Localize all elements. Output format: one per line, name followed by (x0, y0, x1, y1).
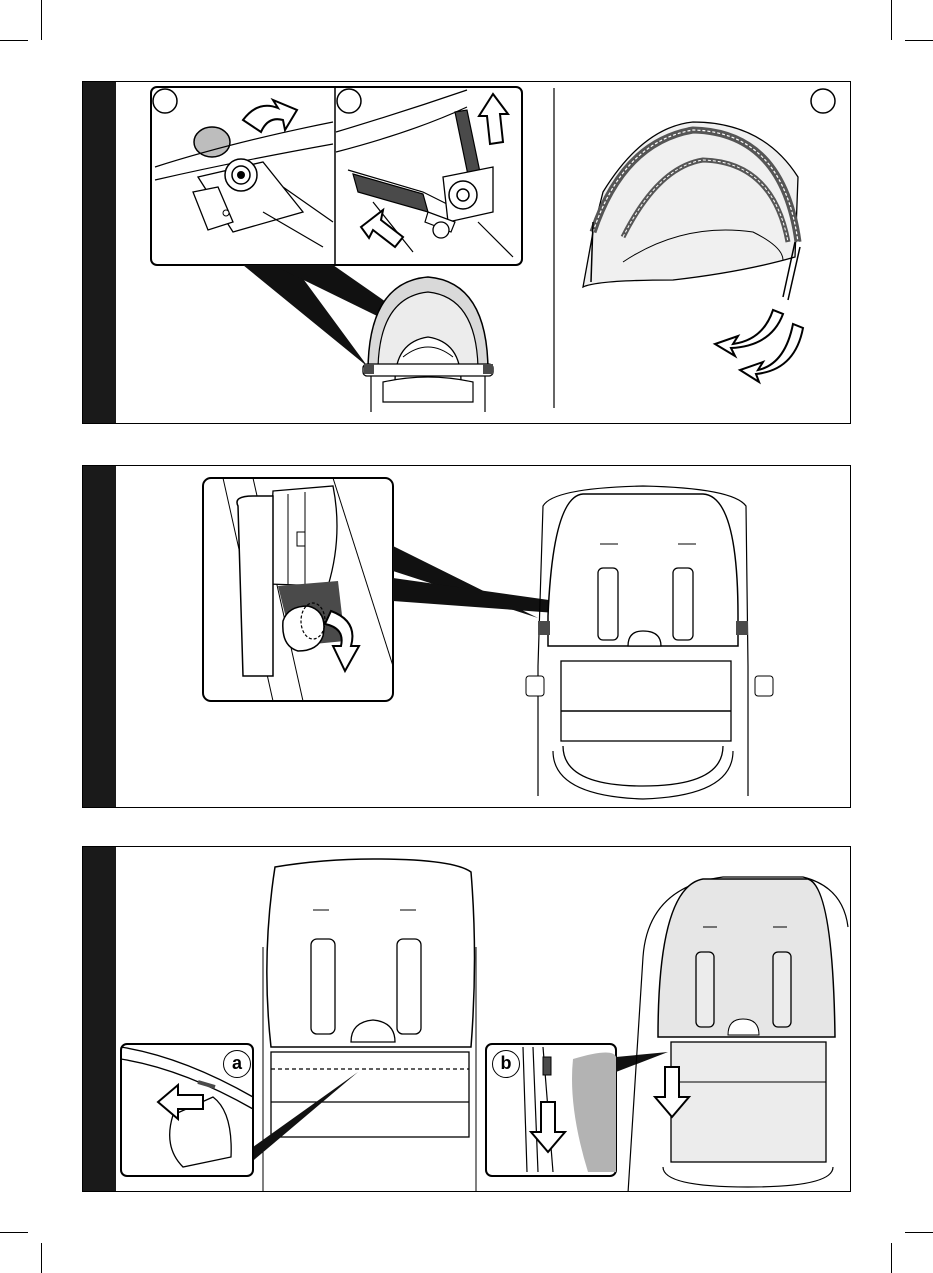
detail-label-a: a (223, 1050, 251, 1078)
curved-arrow-icon (715, 310, 783, 356)
crop-mark (41, 1243, 42, 1273)
seat-closeup (263, 859, 476, 1192)
crop-mark (891, 0, 892, 40)
stroller-seat-shaded (628, 877, 848, 1192)
canopy-removed (583, 122, 803, 382)
crop-mark (41, 0, 42, 40)
step-2-panel (82, 465, 851, 808)
step-1-illustration (83, 82, 851, 424)
stroller-seat-view (526, 486, 773, 799)
crop-mark (0, 1232, 28, 1233)
crop-mark (0, 40, 28, 41)
step-3-illustration (83, 847, 851, 1192)
detail-label-b: b (492, 1050, 520, 1078)
stroller-canopy-view (363, 277, 493, 412)
step-2-illustration (83, 466, 851, 808)
step-3-panel: a b (82, 846, 851, 1192)
step-1-panel (82, 81, 851, 424)
crop-mark (891, 1243, 892, 1273)
crop-mark (905, 1232, 933, 1233)
crop-mark (905, 40, 933, 41)
